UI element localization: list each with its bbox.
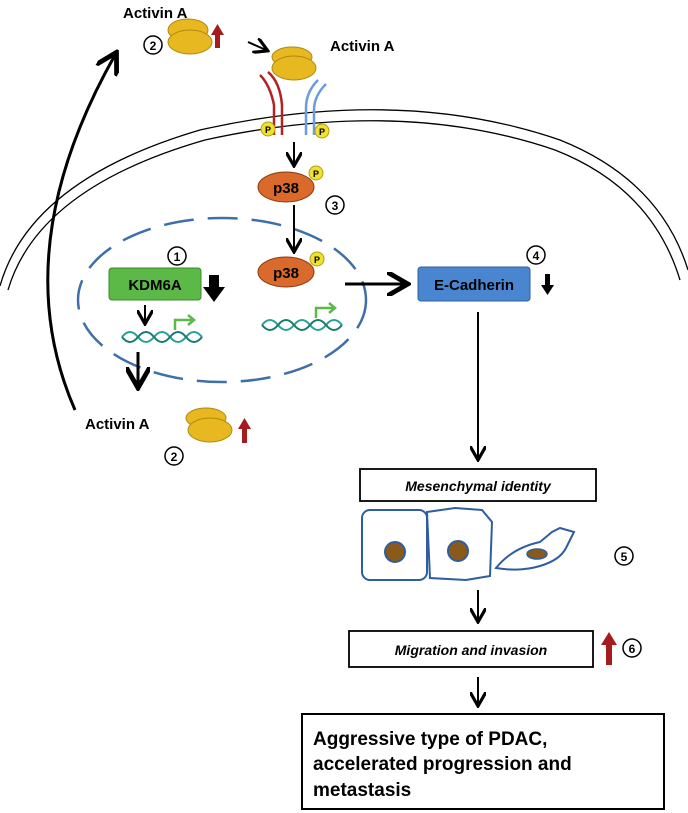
svg-text:1: 1 (174, 250, 181, 264)
transcription-arrow-left-icon (173, 314, 196, 330)
migration-box (348, 630, 594, 668)
receptor-type-2 (304, 79, 327, 135)
outcome-line-3: metastasis (313, 780, 411, 801)
receptor-type-1 (259, 71, 284, 135)
svg-text:p38: p38 (273, 180, 299, 197)
svg-text:5: 5 (621, 550, 628, 564)
arrow-activin-to-receptor (247, 42, 266, 50)
step-6-badge: 6 (622, 638, 642, 658)
outcome-box (301, 713, 665, 810)
kdm6a-box: KDM6A (108, 267, 202, 301)
transitional-cell (425, 506, 494, 582)
step-5-badge: 5 (614, 546, 634, 566)
up-arrow-activin-top (211, 24, 224, 48)
svg-text:P: P (313, 169, 319, 179)
activin-top-dimer (167, 18, 213, 55)
svg-text:4: 4 (533, 249, 540, 263)
outcome-line-1: Aggressive type of PDAC, (313, 729, 547, 750)
p38-nucleus: p38 P (257, 251, 325, 288)
svg-text:2: 2 (171, 450, 178, 464)
p38-cytoplasm: p38 P (257, 165, 324, 203)
activin-top-label: Activin A (123, 5, 188, 22)
dna-right-icon (261, 319, 343, 331)
phospho-receptor-left: P (260, 121, 276, 137)
dna-left-icon (121, 331, 203, 343)
cell-membrane-inner (7, 120, 681, 291)
step-1-badge: 1 (167, 246, 187, 266)
svg-text:P: P (319, 127, 325, 137)
activin-bottom-label: Activin A (85, 416, 150, 433)
step-2-top-badge: 2 (143, 35, 163, 55)
migration-text: Migration and invasion (395, 642, 547, 658)
epithelial-cell-1 (361, 509, 428, 581)
svg-text:P: P (314, 255, 320, 265)
mesenchymal-cell (494, 526, 576, 571)
ecadherin-box: E-Cadherin (417, 266, 531, 302)
activin-receptor-dimer (271, 46, 317, 81)
svg-text:3: 3 (332, 199, 339, 213)
mesenchymal-box (359, 468, 597, 502)
svg-text:6: 6 (629, 642, 636, 656)
step-3-badge: 3 (325, 195, 345, 215)
cell-membrane-outer (0, 109, 688, 287)
transcription-arrow-right-icon (314, 302, 337, 318)
up-arrow-migration (601, 632, 617, 665)
svg-text:p38: p38 (273, 265, 299, 282)
svg-text:2: 2 (150, 39, 157, 53)
svg-text:E-Cadherin: E-Cadherin (434, 277, 514, 294)
phospho-receptor-right: P (314, 123, 330, 139)
activin-receptor-label: Activin A (330, 38, 395, 55)
feedback-arrow (46, 55, 115, 411)
activin-bottom-dimer (185, 407, 233, 443)
up-arrow-activin-bottom (238, 418, 251, 443)
outcome-line-2: accelerated progression and (313, 754, 572, 775)
svg-text:P: P (265, 125, 271, 135)
step-2-bottom-badge: 2 (164, 446, 184, 466)
down-arrow-kdm6a (203, 275, 225, 302)
down-arrow-ecadherin (541, 274, 554, 295)
step-4-badge: 4 (526, 245, 546, 265)
svg-text:KDM6A: KDM6A (128, 277, 182, 294)
nucleus-boundary (76, 216, 368, 384)
mesenchymal-text: Mesenchymal identity (405, 478, 552, 494)
